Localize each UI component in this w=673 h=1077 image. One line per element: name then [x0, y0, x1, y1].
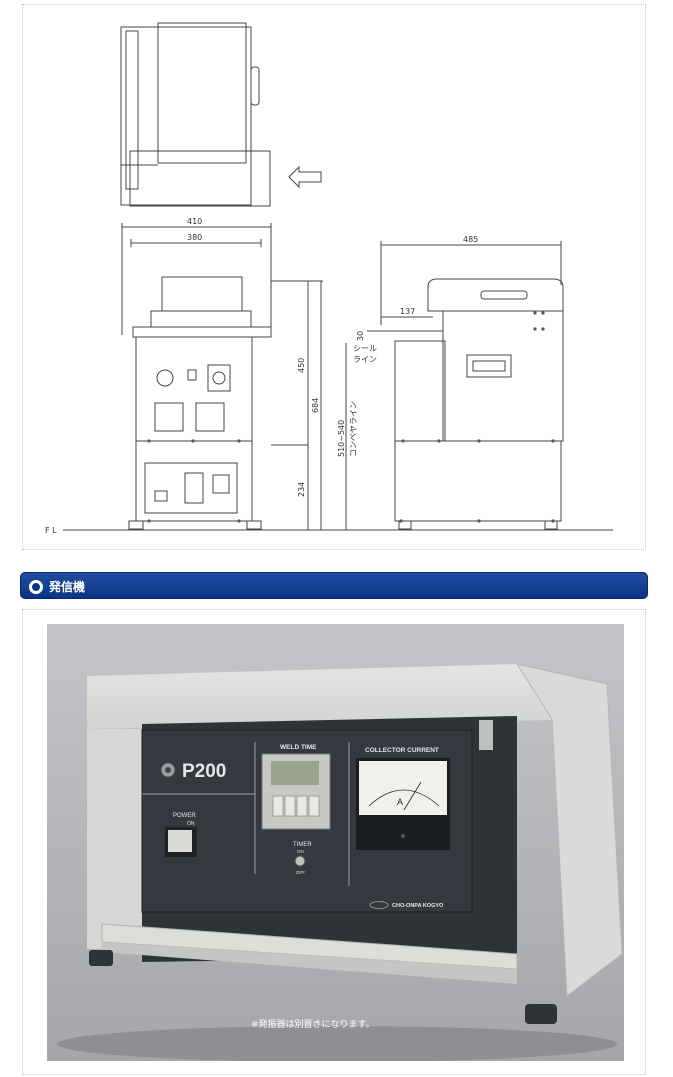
seal-line-label-2: ライン — [353, 355, 377, 364]
power-button — [168, 830, 192, 852]
conveyor-line-label: コンベヤライン — [349, 401, 358, 457]
model-label: P200 — [182, 761, 226, 782]
dim-410: 410 — [187, 217, 202, 226]
section-header: 発信機 — [20, 572, 648, 599]
technical-drawing: 410 380 485 137 30 450 684 234 510~540 コ… — [45, 22, 613, 535]
timer-on-label: ON — [297, 849, 304, 854]
dim-380: 380 — [187, 233, 202, 242]
seal-line-label-1: シール — [353, 344, 377, 353]
maker-label: CHO-ONPA KOGYO — [392, 903, 444, 909]
dim-234: 234 — [297, 482, 306, 497]
power-on-label: ON — [187, 821, 195, 827]
floor-label: F L — [45, 526, 57, 535]
photo-panel: P200 POWER ON WELD TIME TIMER ON OFF COL… — [22, 609, 646, 1075]
dim-510-540: 510~540 — [337, 420, 346, 457]
timer-label: TIMER — [293, 842, 312, 848]
section-title: 発信機 — [49, 580, 86, 594]
dim-450: 450 — [297, 358, 306, 373]
timer-off-label: OFF — [296, 870, 305, 875]
timer-toggle — [294, 855, 306, 867]
dim-30: 30 — [356, 331, 365, 341]
weld-time-label: WELD TIME — [280, 744, 317, 751]
technical-drawing-panel: 410 380 485 137 30 450 684 234 510~540 コ… — [22, 4, 646, 550]
collector-current-label: COLLECTOR CURRENT — [365, 747, 439, 754]
bullet-circle-icon — [29, 580, 43, 594]
generator-illustration: P200 POWER ON WELD TIME TIMER ON OFF COL… — [47, 624, 624, 1061]
generator-photo: P200 POWER ON WELD TIME TIMER ON OFF COL… — [47, 624, 624, 1061]
power-label: POWER — [173, 813, 196, 819]
dim-485: 485 — [463, 235, 478, 244]
photo-caption: ※発振器は別置きになります。 — [251, 1018, 375, 1030]
dim-137: 137 — [400, 307, 415, 316]
meter-unit: A — [397, 797, 403, 807]
dim-684: 684 — [311, 398, 320, 413]
